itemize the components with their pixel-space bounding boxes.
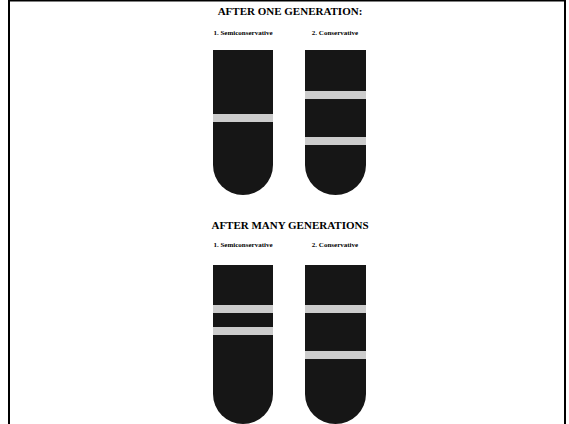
dna-band [213, 114, 273, 122]
dna-band [305, 91, 366, 99]
frame [9, 1, 565, 424]
test-tube [305, 50, 366, 195]
test-tube [213, 50, 273, 195]
tube-label: 1. Semiconservative [213, 30, 272, 37]
tube-label: 2. Conservative [312, 30, 358, 37]
dna-band [305, 305, 366, 313]
dna-band [213, 305, 273, 313]
tube-label: 2. Conservative [312, 242, 358, 249]
test-tube [213, 265, 273, 424]
dna-band [305, 137, 366, 145]
section-heading: AFTER MANY GENERATIONS [211, 220, 368, 231]
section-heading: AFTER ONE GENERATION: [218, 6, 363, 17]
dna-band [213, 327, 273, 335]
tube-label: 1. Semiconservative [213, 242, 272, 249]
dna-band [305, 351, 366, 359]
test-tube [305, 265, 366, 424]
